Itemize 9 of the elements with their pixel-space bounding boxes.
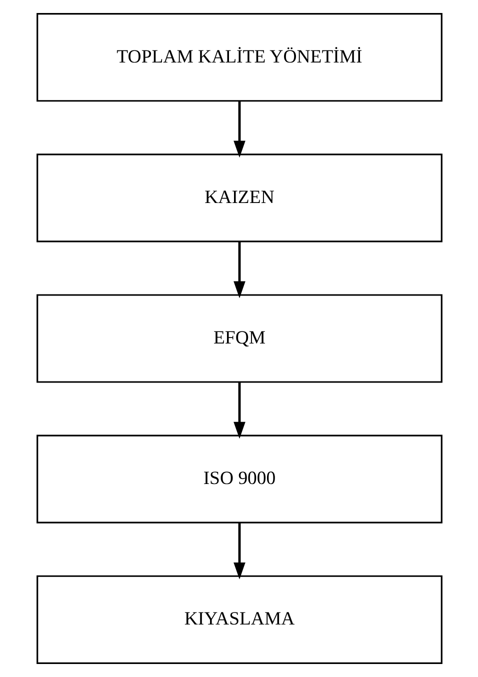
arrow — [233, 242, 245, 298]
arrow — [233, 101, 245, 158]
arrow — [233, 522, 245, 580]
node-box: TOPLAM KALİTE YÖNETİMİ — [36, 13, 442, 102]
node-box: ISO 9000 — [36, 434, 442, 524]
node-box: EFQM — [36, 294, 442, 383]
node-box: KAIZEN — [36, 154, 442, 242]
arrow — [233, 382, 245, 439]
node-box: KIYASLAMA — [36, 575, 442, 664]
